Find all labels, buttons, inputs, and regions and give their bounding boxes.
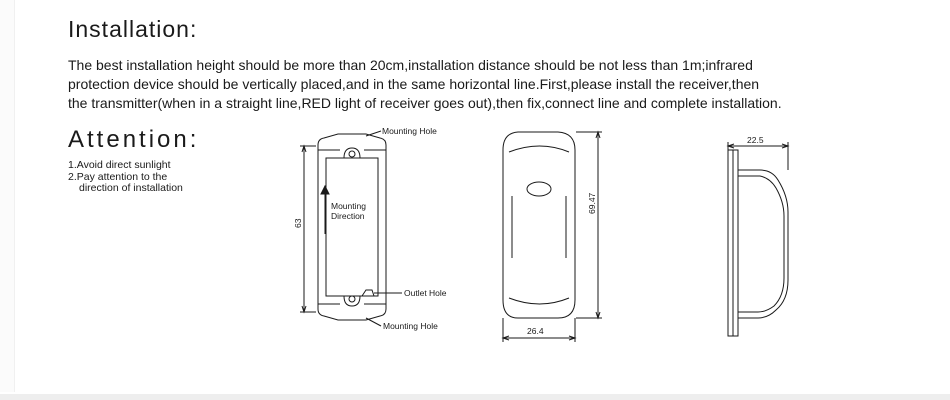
attention-list: 1.Avoid direct sunlight 2.Pay attention … [68,159,183,195]
bottom-divider-band [0,394,950,400]
mounting-direction-label-2: Direction [331,211,365,221]
front-height-dimension: 63 [293,218,303,228]
left-page-edge [0,0,15,392]
attention-item-1: 1.Avoid direct sunlight [68,159,171,171]
front-view-drawing [300,130,402,327]
attention-item-2: 2.Pay attention to the [68,170,168,183]
attention-heading: Attention: [68,126,200,153]
installation-heading: Installation: [68,16,198,42]
mounting-direction-label-1: Mounting [331,201,366,211]
installation-line-2: protection device should be vertically p… [68,76,760,92]
attention-item-2-continued: direction of installation [79,182,183,194]
mounting-hole-bottom-label: Mounting Hole [383,321,438,331]
cover-height-dimension: 69.47 [587,192,597,214]
installation-line-3: the transmitter(when in a straight line,… [68,95,782,111]
installation-paragraph: The best installation height should be m… [68,56,928,113]
cover-width-dimension: 26.4 [527,326,544,336]
installation-line-1: The best installation height should be m… [68,57,753,73]
mounting-hole-top-label: Mounting Hole [382,126,437,136]
side-depth-dimension: 22.5 [747,135,764,145]
outlet-hole-label: Outlet Hole [404,288,447,298]
cover-view-drawing [501,130,602,342]
side-view-drawing [726,142,790,337]
